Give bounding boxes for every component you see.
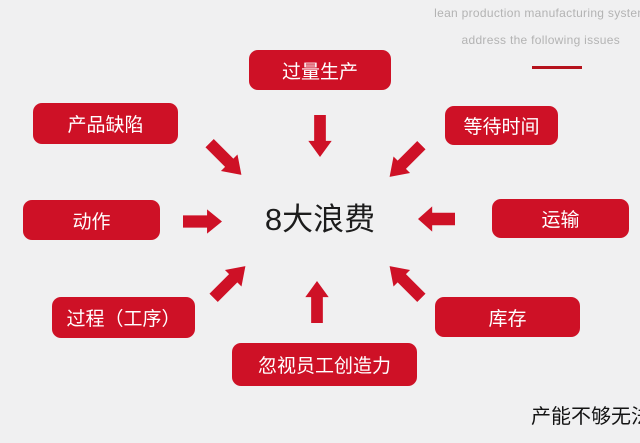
arrow-up-left-icon <box>380 257 430 307</box>
waste-label: 过程（工序） <box>66 309 181 330</box>
arrow-up-icon <box>304 281 330 323</box>
waste-box-creativity: 忽视员工创造力 <box>232 343 417 386</box>
waste-label: 动作 <box>72 211 111 233</box>
diagram-center-title: 8大浪费 <box>264 202 376 237</box>
footer-caption: 产能不够无法 <box>531 406 640 428</box>
arrow-down-left-icon <box>380 136 430 186</box>
waste-box-motion: 动作 <box>23 200 160 240</box>
waste-box-transport: 运输 <box>492 199 629 238</box>
waste-box-inventory: 库存 <box>435 297 580 337</box>
header-accent-dash <box>532 66 582 69</box>
header-subtitle-en-2: address the following issues <box>461 33 620 47</box>
header-subtitle-en: lean production manufacturing systems <box>434 6 640 20</box>
waste-box-waiting: 等待时间 <box>445 106 558 145</box>
waste-label: 等待时间 <box>463 117 540 138</box>
arrow-down-right-icon <box>200 134 250 184</box>
waste-label: 过量生产 <box>281 61 358 83</box>
arrow-right-icon <box>183 208 222 235</box>
waste-label: 运输 <box>541 210 580 231</box>
waste-label: 忽视员工创造力 <box>257 356 391 377</box>
waste-box-defects: 产品缺陷 <box>33 103 178 144</box>
arrow-up-right-icon <box>204 257 254 307</box>
arrow-left-icon <box>418 205 455 233</box>
waste-box-process: 过程（工序） <box>52 297 195 338</box>
arrow-down-icon <box>307 115 333 157</box>
waste-box-overproduction: 过量生产 <box>249 50 391 90</box>
waste-label: 库存 <box>488 308 527 330</box>
waste-label: 产品缺陷 <box>67 115 144 136</box>
